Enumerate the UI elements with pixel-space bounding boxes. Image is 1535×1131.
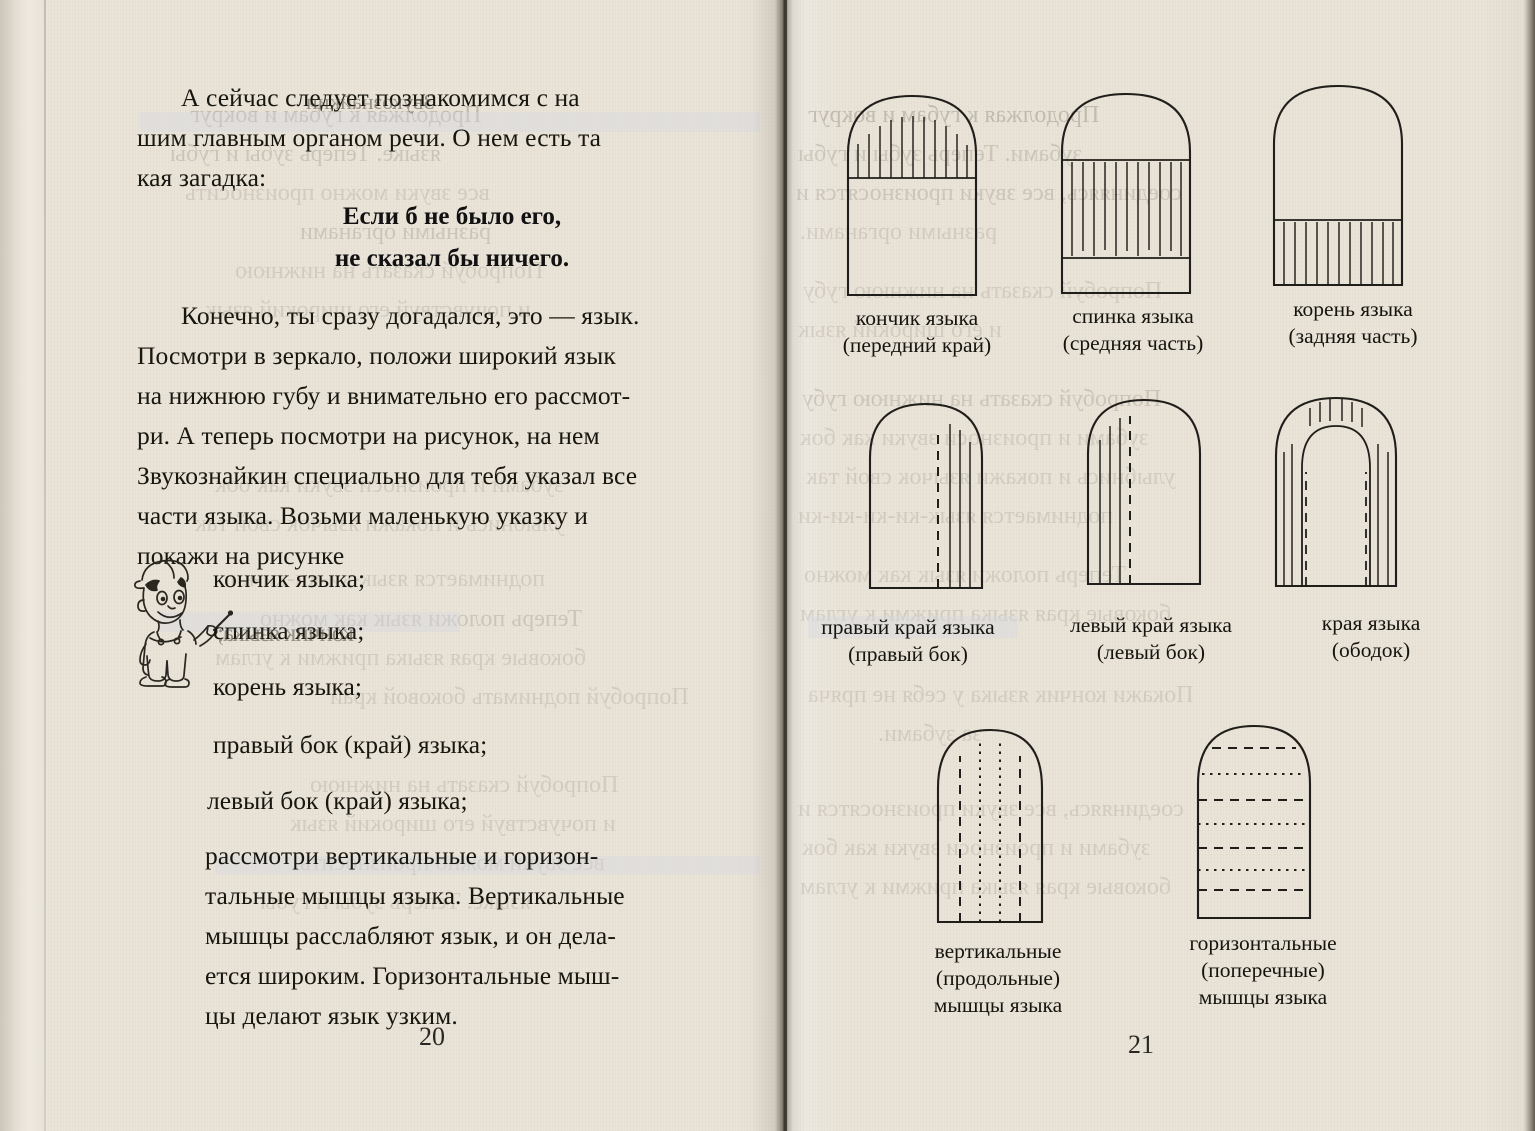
caption-line-2: (задняя часть): [1288, 324, 1418, 348]
figure-tongue-root: [1262, 72, 1422, 287]
book-gutter-line: [784, 0, 787, 1131]
riddle-verse: Если б не было его, не сказал бы ничего.: [137, 196, 767, 280]
paragraph-intro: А сейчас следует познакомимся с на шим г…: [137, 78, 767, 198]
page-number-left: 20: [419, 1022, 445, 1051]
figure-tongue-tip: [836, 82, 996, 297]
caption-line-1: правый край языка: [821, 615, 995, 639]
figure-caption-horizontal: горизонтальные (поперечные) мышцы языка: [1138, 930, 1388, 1011]
riddle-line-1: Если б не было его,: [342, 203, 562, 230]
paragraph-muscles-line-4: ется широким. Горизонтальные мыш-: [205, 961, 620, 990]
caption-line-1: спинка языка: [1072, 304, 1194, 328]
paragraph-tongue-line-4: ри. А теперь посмотри на рисунок, на нем: [137, 421, 600, 450]
caption-line-1: корень языка: [1293, 297, 1413, 321]
paragraph-muscles-line-5: цы делают язык узким.: [205, 1001, 458, 1030]
bleed-line: Покажи кончик языка у себя не пряча: [808, 682, 1194, 708]
book-edge-right: [1524, 0, 1535, 1131]
figure-caption-left-edge: левый край языка (левый бок): [1006, 612, 1296, 666]
caption-line-2: (продольные): [935, 966, 1061, 990]
caption-line-2: (левый бок): [1096, 640, 1206, 664]
paragraph-intro-line-1: А сейчас следует познакомимся с на: [181, 83, 580, 112]
mascot-zvukoznaykin: [124, 552, 234, 688]
right-page: Продолжая к губам и вокруг зубами. Тепер…: [788, 0, 1535, 1131]
figure-caption-back: спинка языка (средняя часть): [1018, 303, 1248, 357]
paragraph-tongue-line-6: части языка. Возьми маленькую указку и: [137, 501, 589, 530]
caption-line-1: вертикальные: [934, 939, 1062, 963]
caption-line-1: левый край языка: [1070, 613, 1232, 637]
caption-line-1: кончик языка: [855, 306, 979, 330]
caption-line-2: (правый бок): [848, 642, 968, 666]
paragraph-intro-line-2: шим главным органом речи. О нем есть та: [137, 123, 602, 152]
caption-line-1: края языка: [1321, 611, 1421, 635]
figure-caption-right-edge: правый край языка (правый бок): [788, 614, 1028, 668]
caption-line-2: (средняя часть): [1062, 331, 1204, 355]
caption-line-3: мышцы языка: [933, 993, 1063, 1017]
figure-vertical-muscles: [928, 716, 1058, 926]
book-edge-left-line: [44, 0, 46, 1131]
paragraph-tongue-line-3: на нижнюю губу и внимательно его рассмот…: [137, 381, 631, 410]
figure-tongue-right-edge: [860, 392, 1000, 592]
caption-line-2: (ободок): [1331, 638, 1411, 662]
caption-line-1: горизонтальные: [1189, 931, 1337, 955]
page-number-right: 21: [1128, 1030, 1154, 1059]
paragraph-muscles-line-2: тальные мышцы языка. Вертикальные: [205, 881, 625, 910]
caption-line-3: мышцы языка: [1198, 985, 1328, 1009]
list-item-back: спинка языка;: [213, 616, 365, 645]
paragraph-tongue-line-7: покажи на рисунке: [137, 541, 345, 570]
caption-line-2: (передний край): [842, 333, 992, 357]
paragraph-muscles-line-3: мышцы расслабляют язык, и он дела-: [205, 921, 616, 950]
paragraph-tongue-line-5: Звукознайкин специально для тебя указал …: [137, 461, 638, 490]
figure-tongue-back: [1050, 80, 1210, 295]
figure-caption-rim: края языка (ободок): [1256, 610, 1486, 664]
caption-line-2: (поперечные): [1201, 958, 1325, 982]
list-item-left-edge: левый бок (край) языка;: [207, 786, 468, 815]
book-gutter: [752, 0, 806, 1131]
figure-horizontal-muscles: [1188, 712, 1324, 922]
paragraph-muscles: рассмотри вертикальные и горизон- тальны…: [205, 836, 767, 1036]
book-edge-left: [0, 0, 46, 1131]
paragraph-intro-line-3: кая загадка:: [137, 163, 267, 192]
figure-caption-vertical: вертикальные (продольные) мышцы языка: [878, 938, 1118, 1019]
paragraph-tongue-line-1: Конечно, ты сразу догадался, это — язык.: [181, 301, 640, 330]
figure-caption-tip: кончик языка (передний край): [802, 305, 1032, 359]
list-item-root: корень языка;: [213, 672, 362, 701]
list-item-right-edge: правый бок (край) языка;: [213, 730, 488, 759]
list-item-tip: кончик языка;: [213, 564, 366, 593]
paragraph-tongue: Конечно, ты сразу догадался, это — язык.…: [137, 296, 797, 576]
left-page: Продолжая к губам и вокруг языке. Теперь…: [0, 0, 790, 1131]
figure-caption-root: корень языка (задняя часть): [1238, 296, 1468, 350]
bleed-line: Попробуй поднимать боковой край: [330, 684, 689, 710]
paragraph-tongue-line-2: Посмотри в зеркало, положи широкий язык: [137, 341, 616, 370]
figure-tongue-left-edge: [1078, 388, 1218, 588]
riddle-line-2: не сказал бы ничего.: [334, 245, 570, 272]
paragraph-muscles-line-1: рассмотри вертикальные и горизон-: [205, 841, 599, 870]
figure-tongue-rim: [1266, 386, 1416, 591]
